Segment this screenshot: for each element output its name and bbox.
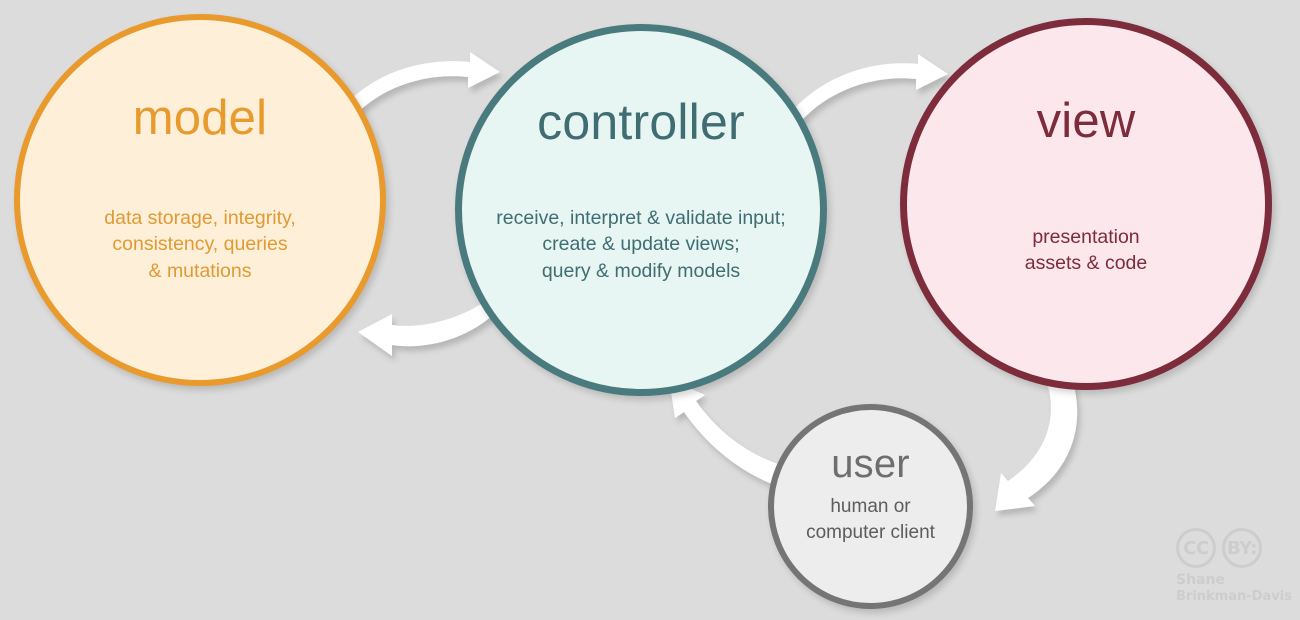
arrow-controller-to-model: [358, 299, 497, 356]
node-user-title: user: [831, 442, 910, 486]
attribution-name-line1: Shane: [1176, 572, 1225, 588]
arrow-view-to-user: [995, 382, 1078, 511]
node-view-description: presentation assets & code: [1024, 226, 1148, 275]
arrow-user-to-controller: [669, 379, 788, 489]
attribution-block: CC BY: Shane Brinkman-Davis: [1176, 528, 1294, 610]
by-icon: BY:: [1222, 528, 1262, 568]
cc-icon: CC: [1176, 528, 1216, 568]
creative-commons-badges: CC BY:: [1176, 528, 1294, 568]
arrow-model-to-controller: [345, 52, 500, 116]
node-view-title: view: [1036, 94, 1136, 148]
attribution-name: Shane Brinkman-Davis: [1176, 572, 1294, 604]
node-controller-title: controller: [537, 94, 745, 150]
node-controller[interactable]: controller receive, interpret & validate…: [455, 24, 827, 396]
attribution-name-line2: Brinkman-Davis: [1176, 588, 1292, 604]
node-view[interactable]: view presentation assets & code: [900, 18, 1272, 390]
node-model-title: model: [132, 91, 268, 145]
node-model-description: data storage, integrity, consistency, qu…: [104, 207, 296, 282]
node-user[interactable]: user human or computer client: [768, 404, 973, 609]
node-model[interactable]: model data storage, integrity, consisten…: [14, 14, 386, 386]
node-user-description: human or computer client: [806, 496, 935, 543]
node-controller-description: receive, interpret & validate input; cre…: [496, 207, 786, 282]
